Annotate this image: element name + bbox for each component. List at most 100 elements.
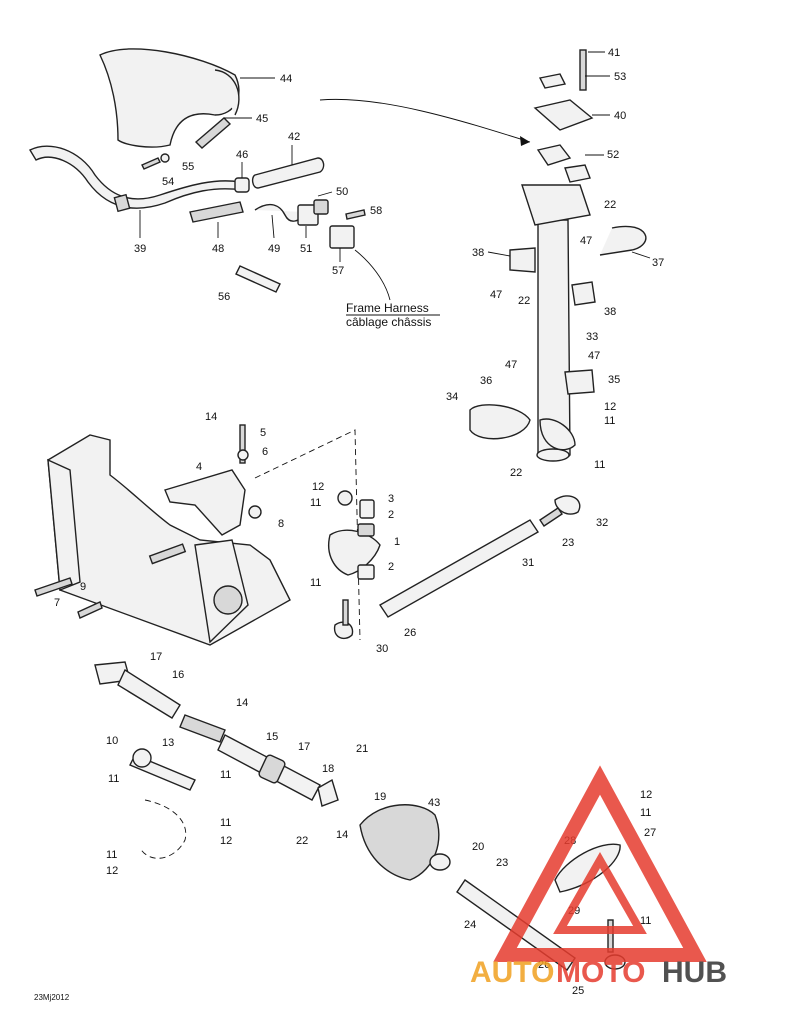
callout-11g: 11	[220, 817, 231, 829]
callout-52: 52	[607, 149, 619, 161]
callout-35: 35	[608, 374, 620, 386]
callout-42: 42	[288, 131, 300, 143]
callout-4: 4	[196, 461, 202, 473]
callout-50: 50	[336, 186, 348, 198]
handlebar	[29, 145, 243, 213]
callout-22c: 22	[510, 467, 522, 479]
arrowhead	[520, 136, 530, 146]
callout-26a: 26	[404, 627, 416, 639]
callout-43: 43	[428, 797, 440, 809]
sleeve-46	[234, 177, 250, 193]
callout-30: 30	[376, 643, 388, 655]
harness-arrow	[354, 249, 391, 301]
callout-10: 10	[106, 735, 118, 747]
watermark-triangle-inner	[553, 851, 647, 934]
callout-53: 53	[614, 71, 626, 83]
harness-label-en: Frame Harness	[346, 301, 429, 315]
callout-16: 16	[172, 669, 184, 681]
callout-12d: 12	[106, 865, 118, 877]
callout-22d: 22	[296, 835, 308, 847]
watermark-text-moto: MOTO	[556, 956, 645, 989]
callout-48: 48	[212, 243, 224, 255]
callout-25: 25	[572, 985, 584, 997]
callout-51: 51	[300, 243, 312, 255]
callout-11d: 11	[310, 577, 321, 589]
steering-column	[469, 49, 647, 462]
callout-14c: 14	[336, 829, 348, 841]
spring-45	[194, 117, 232, 149]
callout-46: 46	[236, 149, 248, 161]
callout-38b: 38	[604, 306, 616, 318]
callout-56: 56	[218, 291, 230, 303]
callout-15: 15	[266, 731, 278, 743]
callout-34: 34	[446, 391, 458, 403]
heating-element-48	[189, 201, 306, 223]
watermark-triangle-outer	[493, 765, 707, 962]
callout-45: 45	[256, 113, 268, 125]
callout-9: 9	[80, 581, 86, 593]
harness-label-fr: câblage châssis	[346, 315, 431, 329]
diagram-code: 23Mj2012	[34, 993, 70, 1002]
callout-14b: 14	[236, 697, 248, 709]
callout-54: 54	[162, 176, 174, 188]
watermark-text-auto: AUTO	[470, 956, 554, 989]
callout-44: 44	[280, 73, 292, 85]
callout-17a: 17	[150, 651, 162, 663]
chassis	[47, 434, 291, 646]
callout-17b: 17	[298, 741, 310, 753]
lower-shaft	[94, 661, 339, 859]
bolts-left	[34, 424, 262, 619]
callout-27: 27	[644, 827, 656, 839]
callout-47a: 47	[580, 235, 592, 247]
steering-arm	[328, 490, 381, 580]
callout-38a: 38	[472, 247, 484, 259]
callout-8: 8	[278, 518, 284, 530]
callout-47b: 47	[490, 289, 502, 301]
callout-6: 6	[262, 446, 268, 458]
connectors-50-51-57-58	[297, 199, 366, 249]
callout-23a: 23	[562, 537, 574, 549]
callout-22a: 22	[604, 199, 616, 211]
tie-rod	[333, 495, 581, 640]
callout-58: 58	[370, 205, 382, 217]
callout-39: 39	[134, 243, 146, 255]
callout-57: 57	[332, 265, 344, 277]
callout-41: 41	[608, 47, 620, 59]
callout-20: 20	[472, 841, 484, 853]
callout-11h: 11	[106, 849, 117, 861]
callout-40: 40	[614, 110, 626, 122]
callout-55: 55	[182, 161, 194, 173]
screw-54-55	[141, 153, 170, 170]
callout-2a: 2	[388, 509, 394, 521]
boot-43	[359, 804, 451, 881]
callout-14a: 14	[205, 411, 217, 423]
assembly-arrow	[319, 98, 531, 143]
watermark-text-hub: HUB	[662, 956, 727, 989]
callout-2b: 2	[388, 561, 394, 573]
callout-11b: 11	[594, 459, 605, 471]
callout-12e: 12	[640, 789, 652, 801]
callout-1: 1	[394, 536, 400, 548]
callout-47d: 47	[505, 359, 517, 371]
callout-36: 36	[480, 375, 492, 387]
callout-33: 33	[586, 331, 598, 343]
callout-5: 5	[260, 427, 266, 439]
callout-47c: 47	[588, 350, 600, 362]
callout-11i: 11	[640, 807, 651, 819]
callout-31: 31	[522, 557, 534, 569]
callout-11c: 11	[310, 497, 321, 509]
callout-11f: 11	[220, 769, 231, 781]
callout-12a: 12	[604, 401, 616, 413]
callout-11j: 11	[640, 915, 651, 927]
callout-12c: 12	[220, 835, 232, 847]
callout-32: 32	[596, 517, 608, 529]
callout-49: 49	[268, 243, 280, 255]
callout-22b: 22	[518, 295, 530, 307]
callout-24: 24	[464, 919, 476, 931]
callout-12b: 12	[312, 481, 324, 493]
callout-37: 37	[652, 257, 664, 269]
grip-42	[251, 157, 325, 189]
callout-13: 13	[162, 737, 174, 749]
callout-18: 18	[322, 763, 334, 775]
